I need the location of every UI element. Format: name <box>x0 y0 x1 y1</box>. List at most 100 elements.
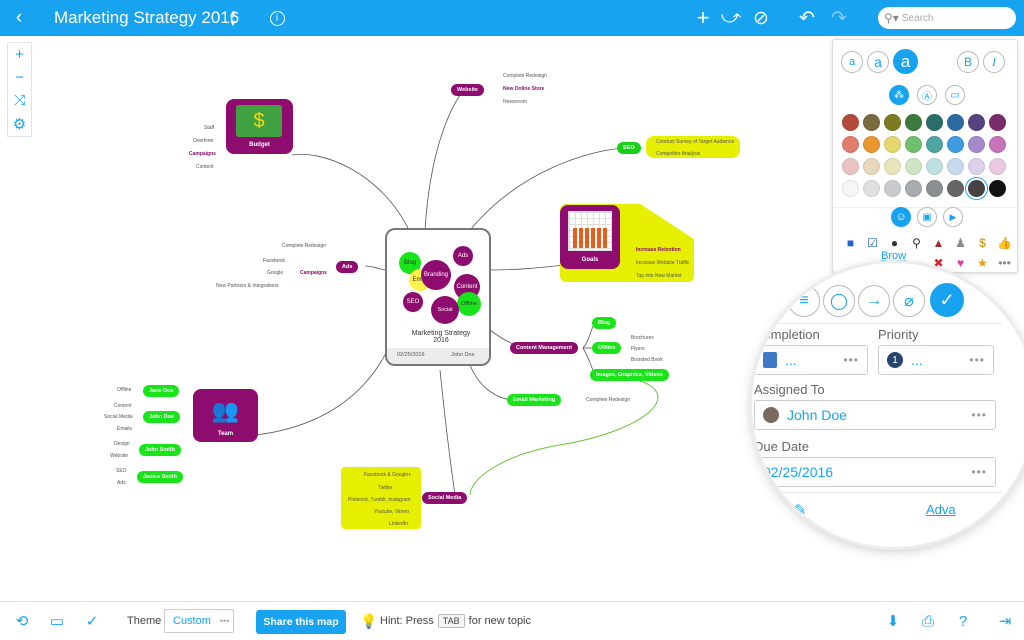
checked-sticker-icon[interactable]: ☑ <box>867 236 878 250</box>
bomb-sticker-icon[interactable]: ● <box>890 236 899 250</box>
magnifier-sticker-icon[interactable]: ⚲ <box>912 236 921 250</box>
border-style-icon[interactable]: ▭ <box>945 85 965 105</box>
subtopic-images[interactable]: Images, Graphics, Videos <box>590 369 669 381</box>
bold-button[interactable]: B <box>957 51 979 73</box>
topic-goals[interactable]: Goals <box>560 205 620 269</box>
shape-style-icon[interactable]: ⁂ <box>889 85 909 105</box>
checkbox-sticker-icon[interactable]: ■ <box>846 236 855 250</box>
task-check-icon[interactable]: ✓ <box>85 613 99 630</box>
color-swatch[interactable] <box>884 158 901 175</box>
task-icon[interactable]: ✓ <box>930 283 964 317</box>
subtopic-person[interactable]: John Smith <box>139 444 181 456</box>
hat-sticker-icon[interactable]: ▲ <box>932 236 945 250</box>
color-swatch[interactable] <box>947 114 964 131</box>
subtopic[interactable]: Newsroom <box>503 99 527 105</box>
subtopic[interactable]: New Partners & Integrations <box>216 283 279 289</box>
subtopic[interactable]: Increase Website Traffic <box>636 260 690 266</box>
color-swatch[interactable] <box>905 114 922 131</box>
color-swatch[interactable] <box>968 180 985 197</box>
subtopic[interactable]: Twitter <box>378 485 393 491</box>
priority-field[interactable]: 1 ... ••• <box>878 345 994 375</box>
color-swatch[interactable] <box>926 114 943 131</box>
completion-field[interactable]: ... ••• <box>754 345 868 375</box>
settings-icon[interactable]: ⚙ <box>12 115 27 133</box>
help-icon[interactable]: ? <box>958 612 968 630</box>
comment-icon[interactable]: ◯ <box>823 285 855 317</box>
color-swatch[interactable] <box>947 180 964 197</box>
color-swatch[interactable] <box>926 136 943 153</box>
text-style-icon[interactable]: Ⓐ <box>917 85 937 105</box>
advanced-link[interactable]: Adva <box>926 502 956 517</box>
thumbsup-sticker-icon[interactable]: 👍 <box>997 236 1012 250</box>
color-swatch[interactable] <box>842 114 859 131</box>
person-sticker-icon[interactable]: ♟ <box>955 236 966 250</box>
history-icon[interactable]: ⟲ <box>15 613 29 630</box>
color-swatch[interactable] <box>884 136 901 153</box>
subtopic[interactable]: Competitor Analysis <box>656 151 701 157</box>
share-map-button[interactable]: Share this map <box>256 610 346 634</box>
subtopic[interactable]: SEO <box>116 468 127 474</box>
topic-email-marketing[interactable]: Email Marketing <box>507 394 562 406</box>
title-sort-icon[interactable]: ▲▼ <box>228 8 238 28</box>
color-swatch[interactable] <box>842 180 859 197</box>
subtopic[interactable]: Complete Redesign <box>282 243 326 249</box>
download-icon[interactable]: ⬇ <box>886 613 900 630</box>
search-input[interactable]: ⚲▾Search <box>878 7 1016 29</box>
back-icon[interactable]: ‹ <box>15 7 23 28</box>
subtopic-offline[interactable]: Offline <box>592 342 622 354</box>
emoji-tab-icon[interactable]: ☺ <box>891 207 911 227</box>
color-swatch[interactable] <box>905 180 922 197</box>
color-swatch[interactable] <box>905 136 922 153</box>
color-swatch[interactable] <box>989 180 1006 197</box>
link-icon[interactable]: ⌀ <box>893 285 925 317</box>
color-swatch[interactable] <box>863 158 880 175</box>
subtopic[interactable]: Design <box>114 441 130 447</box>
color-swatch[interactable] <box>884 114 901 131</box>
color-swatch[interactable] <box>863 114 880 131</box>
relation-icon[interactable]: ⤻ <box>720 7 742 28</box>
color-swatch[interactable] <box>926 180 943 197</box>
font-size-large-button[interactable]: a <box>893 49 918 74</box>
color-swatch[interactable] <box>863 136 880 153</box>
color-swatch[interactable] <box>863 180 880 197</box>
presentation-icon[interactable]: ▭ <box>49 613 65 630</box>
subtopic[interactable]: Content <box>114 403 132 409</box>
info-icon[interactable]: i <box>262 0 292 36</box>
undo-icon[interactable]: ↶ <box>799 7 815 29</box>
arrow-icon[interactable]: → <box>858 285 890 317</box>
central-topic[interactable]: Blog Email Branding Ads Content Offline … <box>385 228 491 366</box>
layout-icon[interactable]: ⤨ <box>13 92 26 109</box>
subtopic[interactable]: Facebook & Google+ <box>364 472 412 478</box>
color-swatch[interactable] <box>905 158 922 175</box>
subtopic[interactable]: Facebook <box>263 258 285 264</box>
subtopic[interactable]: Brochures <box>631 335 654 341</box>
italic-button[interactable]: I <box>983 51 1005 73</box>
subtopic[interactable]: Complete Redesign <box>503 73 547 79</box>
add-topic-icon[interactable]: + <box>696 5 710 30</box>
subtopic[interactable]: Tap into New Market <box>636 273 682 279</box>
color-swatch[interactable] <box>884 180 901 197</box>
assigned-field[interactable]: John Doe ••• <box>754 400 996 430</box>
subtopic[interactable]: Complete Redesign <box>586 397 630 403</box>
color-swatch[interactable] <box>968 136 985 153</box>
subtopic[interactable]: Emails <box>117 426 133 432</box>
color-swatch[interactable] <box>989 158 1006 175</box>
video-tab-icon[interactable]: ▶ <box>943 207 963 227</box>
topic-budget[interactable]: $ Budget <box>226 99 293 154</box>
subtopic-person[interactable]: Janice Smith <box>137 471 183 483</box>
subtopic-person[interactable]: John Doe <box>143 411 181 423</box>
color-swatch[interactable] <box>947 136 964 153</box>
color-swatch[interactable] <box>968 158 985 175</box>
subtopic[interactable]: Website <box>110 453 128 459</box>
subtopic[interactable]: Ads <box>117 480 126 486</box>
exit-icon[interactable]: ⇥ <box>998 613 1012 630</box>
subtopic[interactable]: Youtube, Vimeo <box>374 509 410 515</box>
color-swatch[interactable] <box>842 158 859 175</box>
subtopic[interactable]: LinkedIn <box>389 521 408 527</box>
subtopic-person[interactable]: Jane Doe <box>143 385 180 397</box>
color-swatch[interactable] <box>968 114 985 131</box>
heart-sticker-icon[interactable]: ♥ <box>956 256 965 270</box>
subtopic-blog[interactable]: Blog <box>592 317 617 329</box>
subtopic[interactable]: Social Media <box>104 414 133 420</box>
subtopic[interactable]: Increase Retention <box>636 247 681 253</box>
